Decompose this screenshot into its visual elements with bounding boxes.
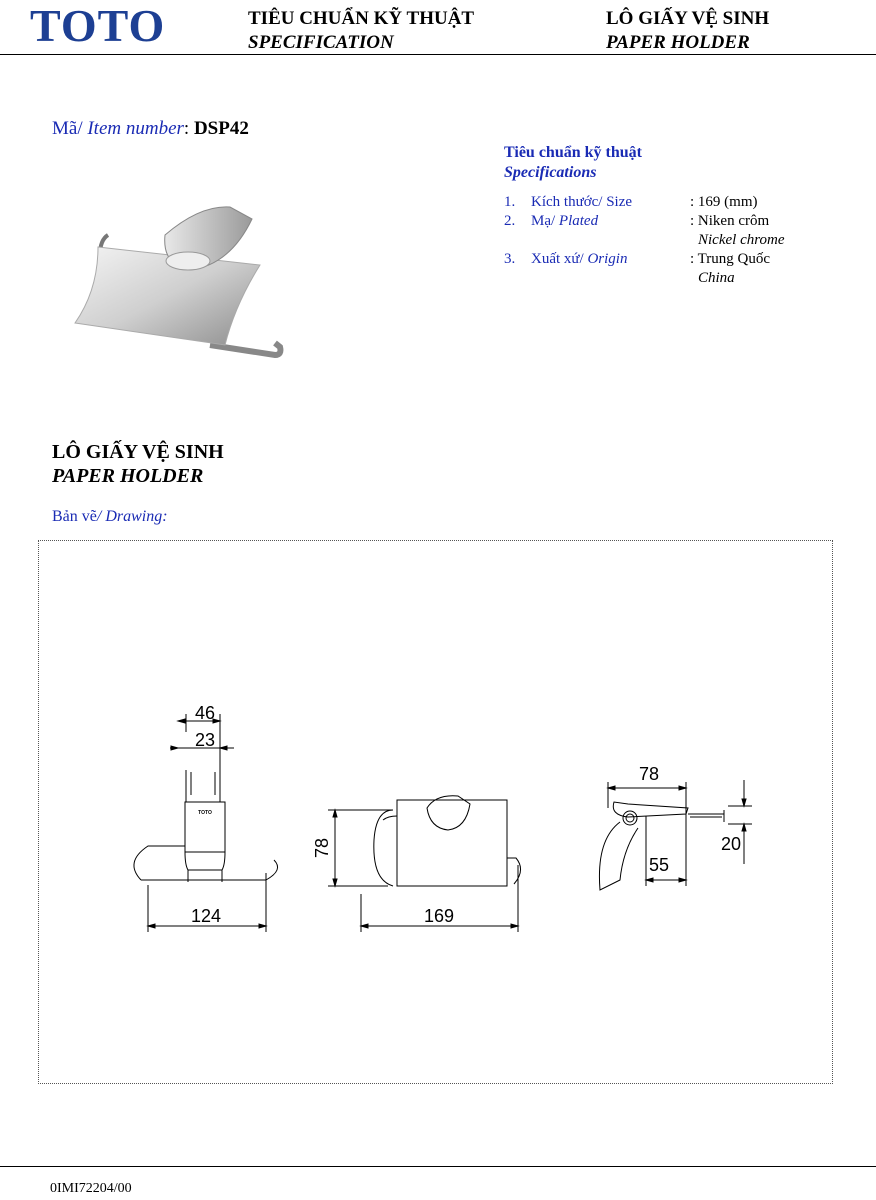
spec-row-3-value: : Trung Quốc [690, 251, 771, 267]
drawing-brand-mark: TOTO [198, 810, 212, 816]
item-label-en: Item number [87, 118, 184, 139]
spec-row-2-num: 2. [504, 213, 516, 229]
spec-row-3-num: 3. [504, 251, 516, 267]
drawing-label-en: / Drawing: [96, 508, 168, 525]
spec-row-2-value: : Niken crôm [690, 213, 770, 229]
header-title-vi: TIÊU CHUẨN KỸ THUẬT [248, 8, 475, 29]
dim-124: 124 [191, 906, 221, 926]
dim-55: 55 [649, 855, 669, 875]
dim-20: 20 [721, 834, 741, 854]
spec-row-2-label-vi: Mạ/ [531, 213, 559, 229]
drawing-frame [38, 540, 833, 1084]
spec-row-3-label-en: Origin [587, 251, 628, 267]
section-title: LÔ GIẤY VỆ SINH PAPER HOLDER [52, 440, 224, 488]
spec-title-en: Specifications [504, 164, 597, 181]
item-colon: : [183, 118, 194, 139]
header-product-en: PAPER HOLDER [606, 32, 750, 53]
dim-46: 46 [195, 703, 215, 723]
toto-logo: TOTO [30, 0, 166, 51]
header-rule [0, 54, 876, 55]
spec-row-3-label-vi: Xuất xứ/ [531, 251, 588, 267]
spec-row-2-value-en: Nickel chrome [698, 232, 785, 248]
drawing-label-vi: Bản vẽ [52, 508, 97, 525]
section-title-vi: LÔ GIẤY VỆ SINH [52, 441, 224, 463]
front-view [133, 714, 279, 932]
section-title-en: PAPER HOLDER [52, 465, 204, 487]
dim-169: 169 [424, 906, 454, 926]
spec-row-3-label: Xuất xứ/ Origin [531, 250, 627, 269]
footer-rule [0, 1166, 876, 1167]
item-number-line: Mã/ Item number: DSP42 [52, 118, 249, 140]
dim-78-side: 78 [312, 838, 332, 858]
side-view [328, 795, 521, 932]
spec-title: Tiêu chuẩn kỹ thuật Specifications [504, 143, 642, 183]
spec-row-1-value: : 169 (mm) [690, 194, 758, 210]
top-view [598, 780, 752, 891]
item-label-vi: Mã/ [52, 118, 88, 139]
drawing-label: Bản vẽ/ Drawing: [52, 508, 168, 526]
spec-row-2-label-en: Plated [558, 213, 599, 229]
spec-row-2-label: Mạ/ Plated [531, 212, 598, 231]
dim-78-top: 78 [639, 764, 659, 784]
footer-doc-code: 0IMI72204/00 [50, 1181, 132, 1196]
spec-title-vi: Tiêu chuẩn kỹ thuật [504, 144, 642, 161]
header-title-en: SPECIFICATION [248, 32, 394, 53]
spec-row-1-label: Kích thước/ Size [531, 194, 633, 210]
product-image [74, 206, 284, 359]
spec-row-3-value-en: China [698, 270, 735, 286]
technical-drawing: 46 23 TOTO 124 78 169 78 55 20 [133, 703, 752, 932]
header-product-vi: LÔ GIẤY VỆ SINH [606, 8, 770, 29]
spec-row-1-num: 1. [504, 194, 516, 210]
dim-23: 23 [195, 730, 215, 750]
item-number: DSP42 [193, 118, 249, 139]
